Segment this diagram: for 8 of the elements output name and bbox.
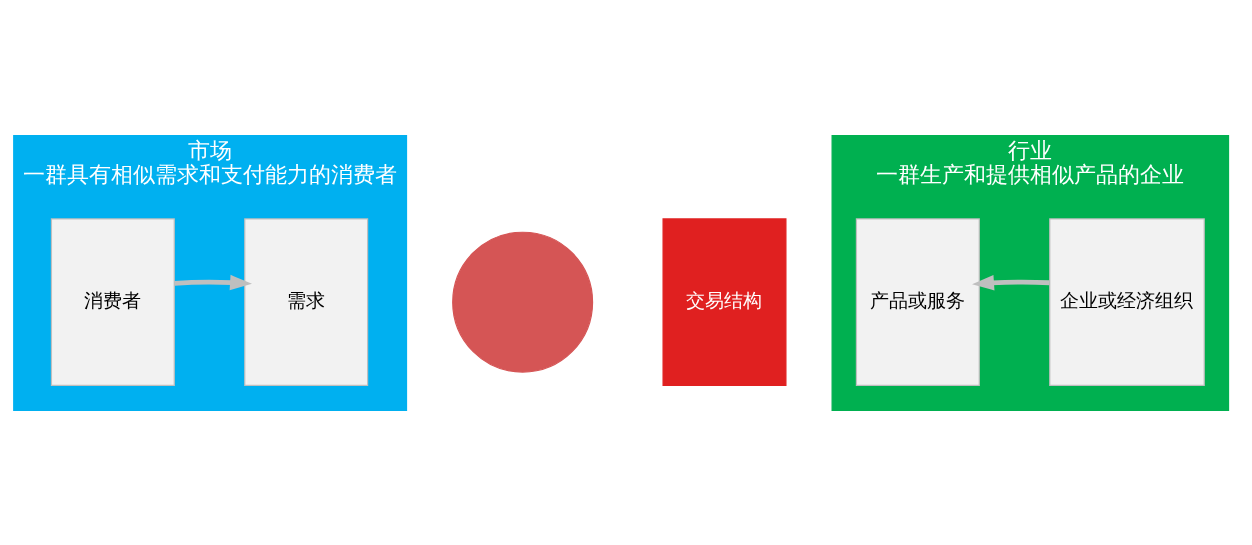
node-circle [452, 231, 594, 373]
node-box: 消费者 [50, 217, 175, 386]
node-box: 交易结构 [662, 217, 787, 386]
node-box: 产品或服务 [855, 217, 980, 386]
arrow [972, 274, 1050, 290]
arrow [174, 274, 252, 290]
node-box: 需求 [244, 217, 369, 386]
node-box: 企业或经济组织 [1049, 217, 1205, 386]
